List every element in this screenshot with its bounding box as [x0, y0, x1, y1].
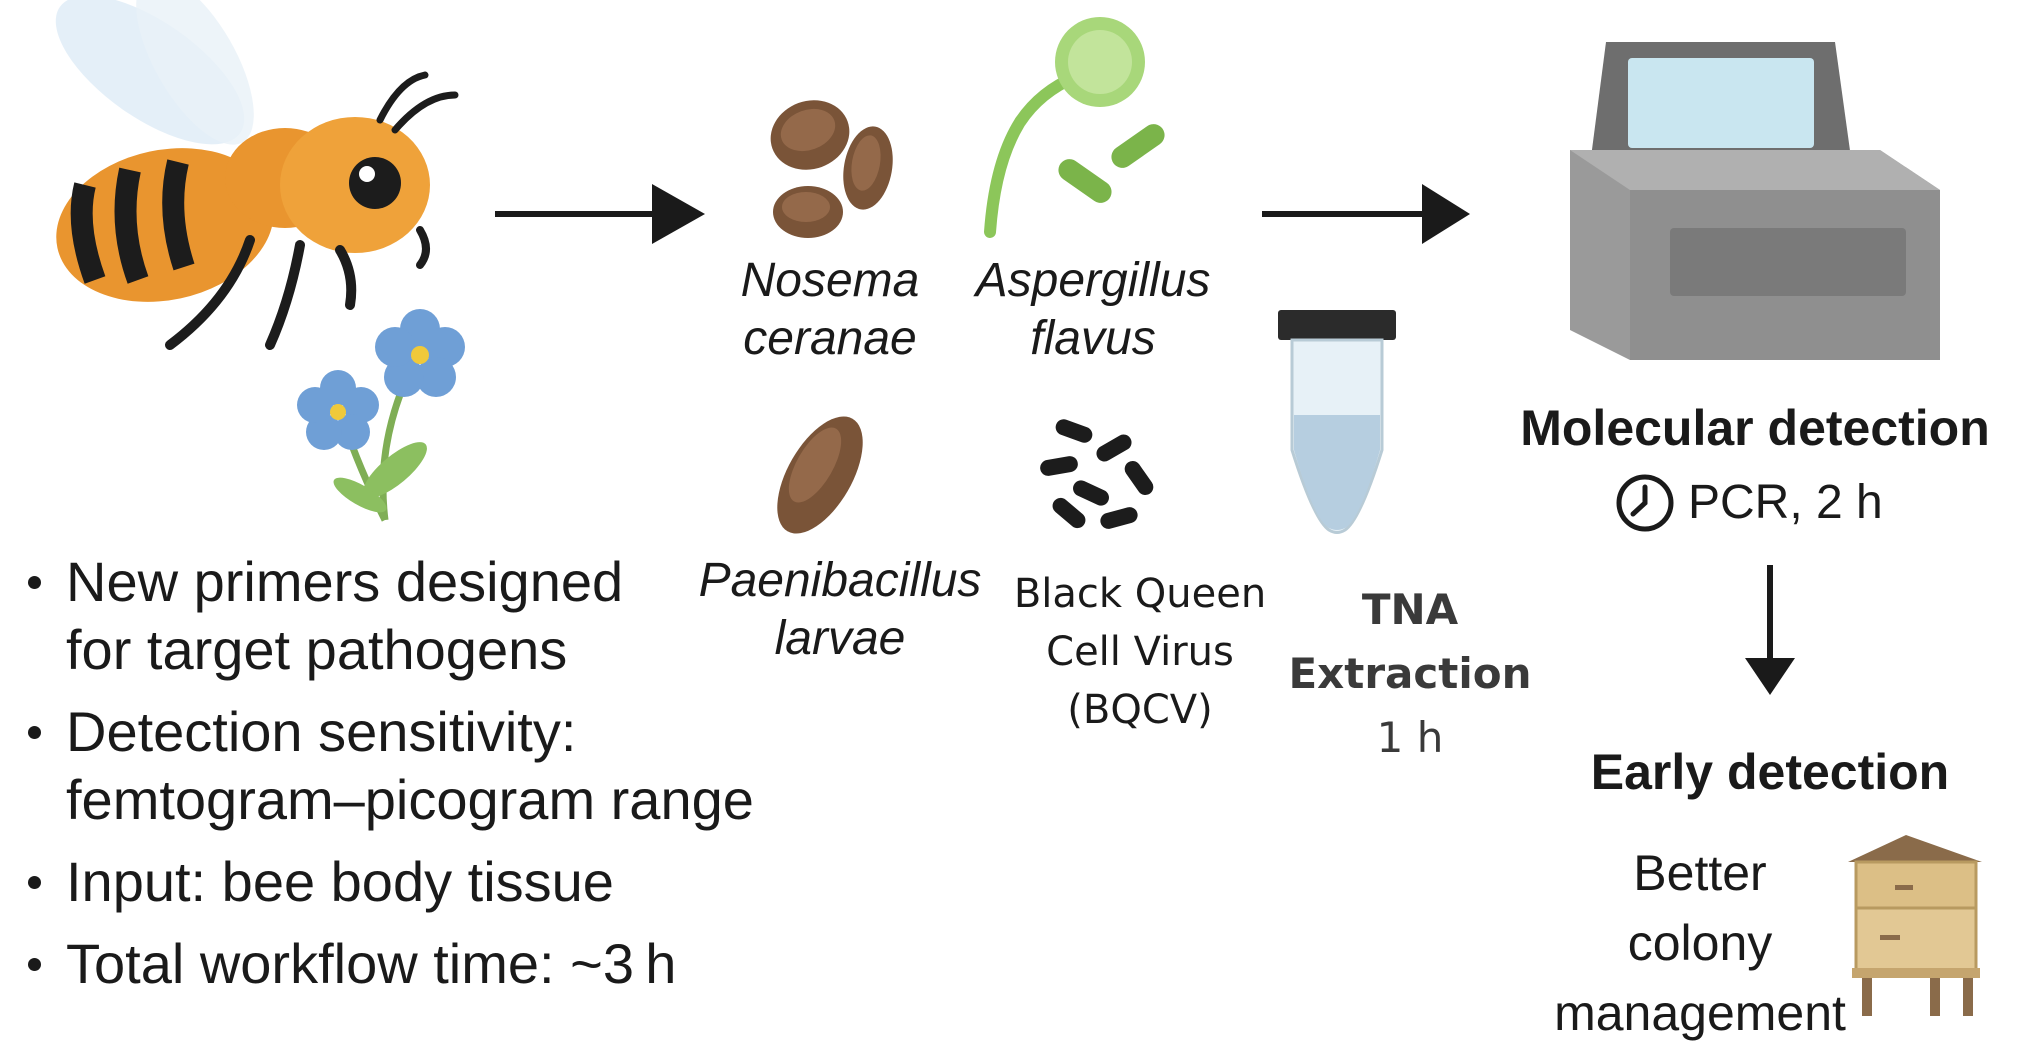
paenibacillus-label: Paenibacillus larvae	[680, 552, 1000, 668]
aspergillus-label-line: flavus	[1030, 312, 1156, 365]
early-detection-title: Early detection	[1590, 744, 1950, 800]
bullet-text: femtogram–picogram range	[66, 768, 754, 831]
paenibacillus-icon	[777, 416, 863, 534]
arrow-right-icon	[495, 184, 705, 244]
aspergillus-icon	[984, 17, 1165, 238]
bullet-dot-icon	[28, 876, 41, 889]
bullet-dot-icon	[28, 726, 41, 739]
pcr-time-label: PCR, 2 h	[1688, 476, 1883, 529]
arrow-right-icon	[1262, 184, 1470, 244]
summary-bullet-list: New primers designed for target pathogen…	[20, 548, 780, 1012]
bullet-text: Total workflow time: ~3 h	[66, 932, 677, 995]
bullet-item: Detection sensitivity: femtogram–picogra…	[20, 698, 780, 834]
bullet-text: New primers designed	[66, 550, 624, 613]
extraction-time: 1 h	[1376, 713, 1444, 762]
bullet-dot-icon	[28, 958, 41, 971]
nosema-label-line: Nosema	[740, 254, 920, 307]
bqcv-label: Black Queen Cell Virus (BQCV)	[1010, 565, 1270, 739]
pcr-machine-icon	[1570, 42, 1940, 360]
bullet-dot-icon	[28, 576, 41, 589]
outcome-line: colony	[1627, 915, 1773, 971]
aspergillus-label-line: Aspergillus	[975, 254, 1211, 307]
bullet-text: Detection sensitivity:	[66, 700, 577, 763]
bullet-item: Input: bee body tissue	[20, 848, 780, 916]
bullet-item: New primers designed for target pathogen…	[20, 548, 780, 684]
aspergillus-label: Aspergillus flavus	[948, 252, 1238, 368]
beehive-icon	[1848, 835, 1982, 1016]
clock-icon	[1616, 474, 1674, 532]
flower-icon	[297, 309, 465, 522]
bqcv-virus-icon	[1040, 419, 1154, 529]
tna-extraction-label: TNA Extraction 1 h	[1275, 578, 1545, 770]
better-colony-management-label: Better colony management	[1520, 838, 1880, 1048]
bee-icon	[55, 0, 459, 350]
outcome-line: Better	[1633, 845, 1767, 901]
tna-title: TNA	[1361, 585, 1459, 634]
nosema-label: Nosema ceranae	[710, 252, 950, 368]
bullet-item: Total workflow time: ~3 h	[20, 930, 780, 998]
arrow-down-icon	[1745, 565, 1795, 695]
bullet-text: Input: bee body tissue	[66, 850, 614, 913]
bullet-text: for target pathogens	[66, 618, 568, 681]
extraction-title: Extraction	[1288, 649, 1532, 698]
paenibacillus-label-line: Paenibacillus	[698, 554, 982, 607]
paenibacillus-label-line: larvae	[774, 612, 906, 665]
bqcv-label-line: (BQCV)	[1067, 687, 1213, 733]
bqcv-label-line: Cell Virus	[1046, 629, 1234, 675]
bqcv-label-line: Black Queen	[1013, 571, 1267, 617]
tube-icon	[1278, 310, 1396, 534]
nosema-spores-icon	[770, 100, 893, 238]
outcome-line: management	[1554, 985, 1846, 1041]
molecular-detection-title: Molecular detection	[1520, 400, 1990, 456]
nosema-label-line: ceranae	[743, 312, 917, 365]
